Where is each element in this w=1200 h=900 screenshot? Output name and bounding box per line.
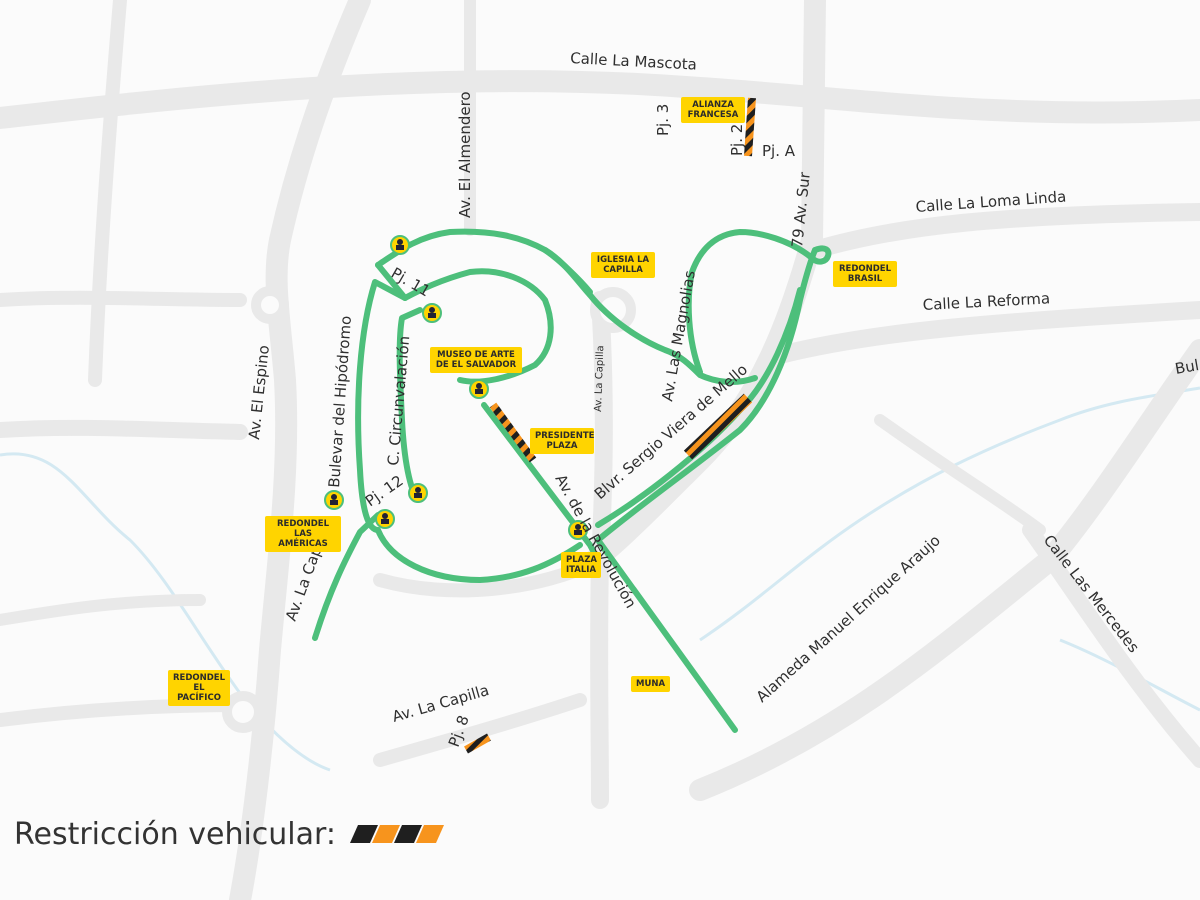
road <box>373 693 587 767</box>
poi-iglesia-la-capilla: Iglesia La Capilla <box>591 252 655 278</box>
street-label: Av. La Capilla <box>390 681 491 726</box>
poi-muna: MUNA <box>631 676 671 692</box>
road <box>0 594 206 626</box>
street-label: Calle La Mascota <box>570 49 698 74</box>
poi-redondel-el-pacifico: Redondel El Pacífico <box>168 670 230 706</box>
poi-museo-de-arte: Museo de Arte de El Salvador <box>430 347 522 373</box>
road <box>0 290 247 307</box>
restriction-segment <box>489 402 537 463</box>
roundabouts <box>222 286 636 733</box>
traffic-officer-icon <box>375 509 395 529</box>
street-label: Bulevar del Hipódromo <box>325 315 355 488</box>
route <box>595 247 818 543</box>
road <box>1022 522 1200 768</box>
traffic-officer-icon <box>324 490 344 510</box>
roundabout <box>222 691 264 733</box>
restrictions <box>464 97 756 754</box>
traffic-officer-icon <box>390 235 410 255</box>
road <box>0 419 248 440</box>
roundabout <box>251 286 289 324</box>
street-label: Pj. 2 <box>728 124 746 156</box>
route <box>312 512 381 641</box>
route <box>542 247 593 295</box>
street-label: Calle La Reforma <box>922 289 1050 314</box>
restriction-segment <box>683 393 753 460</box>
street-label: Av. El Espino <box>245 344 273 440</box>
street-label: Bul <box>1174 356 1200 378</box>
poi-plaza-italia: Plaza Italia <box>561 552 601 578</box>
street-label: Pj. 3 <box>654 104 672 136</box>
roundabout <box>590 287 636 333</box>
traffic-officer-icon <box>408 483 428 503</box>
route <box>375 527 583 583</box>
legend-label: Restricción vehicular: <box>14 816 336 852</box>
poi-redondel-las-americas: Redondel Las Américas <box>265 516 341 552</box>
street-label: C. Circunvalación <box>384 335 413 466</box>
route <box>396 307 423 503</box>
street-labels: Calle La Mascota Av. El Almendero Pj. 3 … <box>245 49 1200 749</box>
street-label: Pj. A <box>762 142 796 160</box>
poi-presidente-plaza: Presidente Plaza <box>530 428 594 454</box>
traffic-officer-icon <box>469 379 489 399</box>
traffic-officer-icon <box>422 303 442 323</box>
restriction-segment <box>744 97 756 157</box>
traffic-officer-icon <box>568 520 588 540</box>
street-label: Calle Las Mercedes <box>1040 531 1143 656</box>
street-label: Pj. 12 <box>362 472 407 511</box>
street-label: Av. El Almendero <box>456 91 474 218</box>
road <box>0 698 247 727</box>
road <box>0 70 1200 129</box>
road <box>229 0 371 900</box>
officer-markers <box>324 235 588 540</box>
restriction-segment <box>464 733 491 754</box>
route <box>355 279 408 533</box>
road <box>874 414 1046 536</box>
route <box>595 537 738 733</box>
street-label: Av. La Capilla <box>593 345 606 412</box>
road <box>88 0 127 387</box>
route <box>402 268 554 385</box>
route <box>587 292 758 385</box>
road <box>806 203 1200 259</box>
legend: Restricción vehicular: <box>14 812 444 856</box>
route <box>685 229 832 375</box>
road <box>771 301 1200 364</box>
road <box>584 0 826 571</box>
poi-redondel-brasil: Redondel Brasil <box>833 261 897 287</box>
restriction-stripe-icon <box>349 825 444 843</box>
road <box>689 339 1200 801</box>
river <box>699 386 1200 642</box>
poi-alianza-francesa: Alianza Francesa <box>681 97 745 123</box>
